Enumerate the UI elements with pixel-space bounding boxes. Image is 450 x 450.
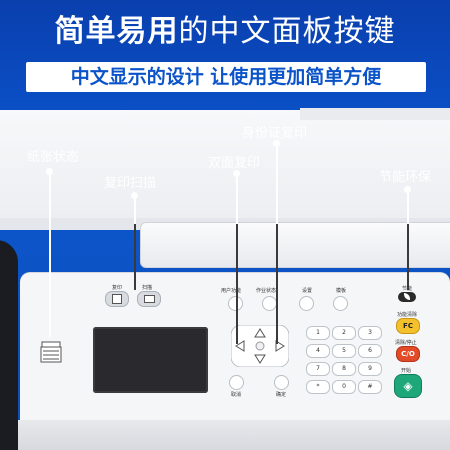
copy-scan-callout: 复印扫描: [104, 176, 157, 191]
copy-label: 复印: [112, 285, 123, 291]
start-label: 开始: [401, 368, 412, 374]
cancel-button[interactable]: [229, 375, 244, 390]
key-6[interactable]: 6: [358, 344, 382, 358]
start-icon: ◈: [403, 379, 413, 393]
subtitle-text: 中文显示的设计 让使用更加简单方便: [70, 66, 382, 88]
paper-output-slot: [140, 222, 450, 268]
eco-callout-dot: [404, 186, 411, 193]
duplex-callout-dot: [233, 170, 240, 177]
stop-label: 清除/停止: [395, 340, 417, 346]
function-clear-button[interactable]: FC: [396, 318, 420, 334]
copy-scan-callout-line: [134, 196, 136, 224]
user-function-button[interactable]: [228, 296, 243, 311]
confirm-label: 确定: [276, 392, 287, 398]
key-4[interactable]: 4: [306, 344, 330, 358]
key-hash[interactable]: #: [358, 380, 382, 394]
key-1[interactable]: 1: [306, 326, 330, 340]
id-copy-callout: 身份证复印: [242, 126, 308, 141]
scan-label: 扫描: [142, 285, 153, 291]
duplex-pointer-line: [236, 224, 238, 344]
eco-callout-line: [407, 190, 409, 224]
duplex-copy-callout: 双面复印: [208, 156, 261, 171]
key-star[interactable]: *: [306, 380, 330, 394]
key-2[interactable]: 2: [332, 326, 356, 340]
paper-status-icon: [40, 340, 62, 364]
setting-button[interactable]: [299, 296, 314, 311]
copy-icon: [112, 294, 122, 304]
copy-scan-pointer-line: [134, 224, 136, 290]
start-button[interactable]: ◈: [394, 374, 422, 398]
printer-base: [0, 420, 450, 450]
job-status-button[interactable]: [262, 296, 277, 311]
fc-label: 功能清除: [397, 312, 418, 318]
job-status-label: 作业状态: [256, 288, 277, 294]
clear-stop-button[interactable]: C/O: [396, 346, 420, 362]
paper-status-callout-line: [49, 172, 51, 337]
cancel-label: 取消: [231, 392, 242, 398]
copy-scan-callout-dot: [131, 192, 138, 199]
key-8[interactable]: 8: [332, 362, 356, 376]
headline: 简单易用的中文面板按键: [0, 6, 450, 50]
key-3[interactable]: 3: [358, 326, 382, 340]
leaf-icon: [404, 293, 410, 300]
scan-icon: [144, 295, 155, 303]
template-button[interactable]: [333, 296, 348, 311]
key-0[interactable]: 0: [332, 380, 356, 394]
eco-callout: 节能环保: [379, 170, 432, 185]
printer-cover-edge: [300, 108, 450, 120]
setting-label: 设置: [302, 288, 313, 294]
headline-rest: 的中文面板按键: [178, 14, 396, 49]
paper-status-callout-dot: [46, 168, 53, 175]
key-7[interactable]: 7: [306, 362, 330, 376]
navigation-dpad[interactable]: [231, 325, 289, 367]
printer-dark-side: [0, 240, 18, 450]
user-function-label: 用户功能: [221, 288, 242, 294]
key-5[interactable]: 5: [332, 344, 356, 358]
lcd-display: [93, 327, 208, 393]
subtitle-banner: 中文显示的设计 让使用更加简单方便: [26, 62, 426, 92]
headline-bold: 简单易用: [54, 14, 179, 49]
eco-pointer-line: [407, 224, 409, 290]
id-copy-callout-line: [276, 144, 278, 224]
duplex-callout-line: [236, 174, 238, 224]
template-label: 模板: [336, 288, 347, 294]
key-9[interactable]: 9: [358, 362, 382, 376]
id-copy-pointer-line: [276, 224, 278, 344]
id-copy-callout-dot: [273, 140, 280, 147]
confirm-button[interactable]: [274, 375, 289, 390]
paper-status-callout: 纸张状态: [27, 150, 80, 165]
